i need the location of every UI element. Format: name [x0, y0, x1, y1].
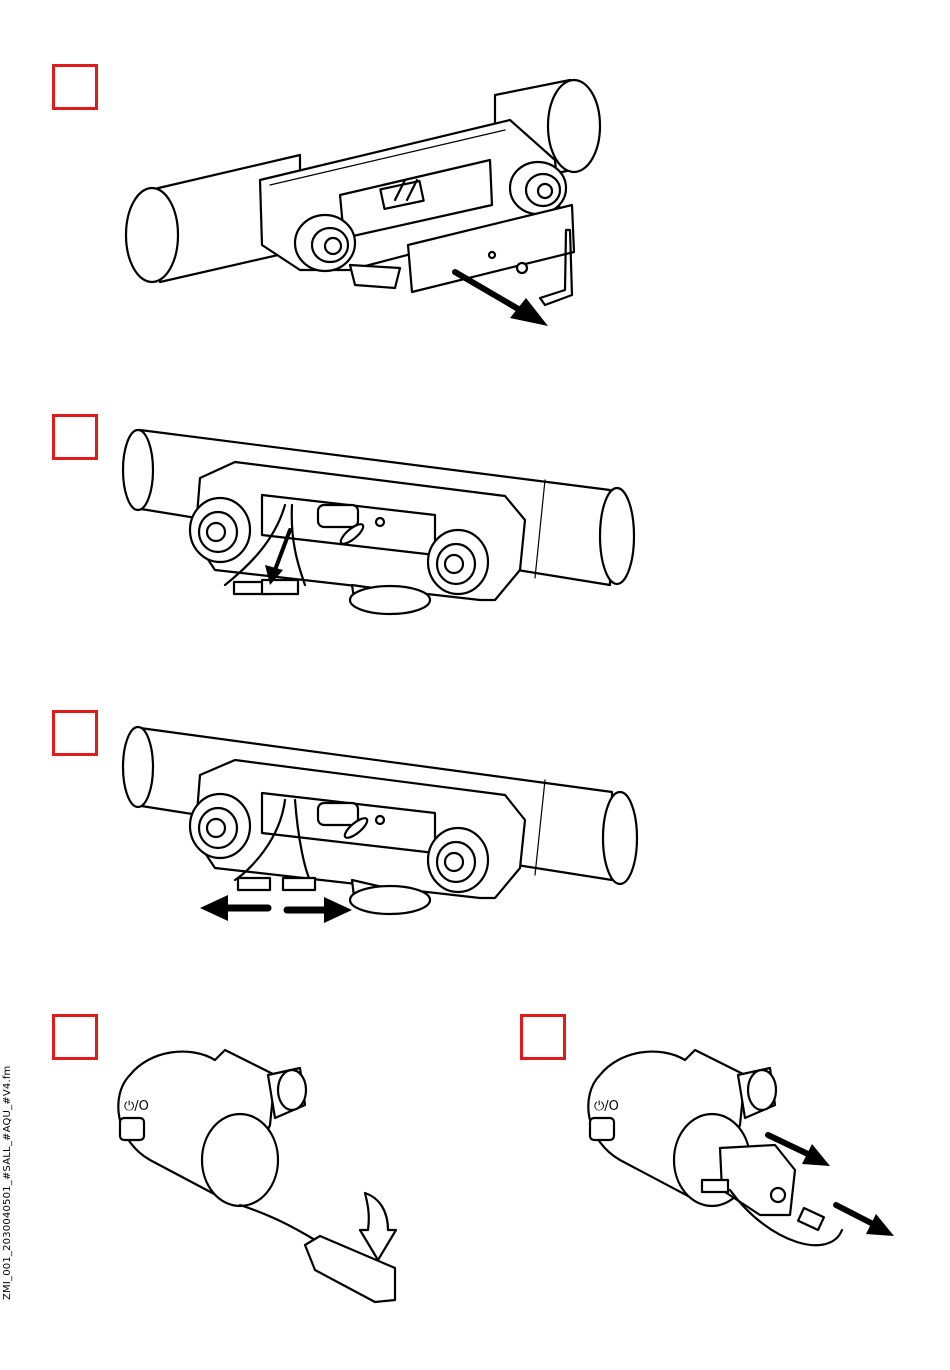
arrow-remove-lower-icon	[836, 1205, 894, 1236]
power-symbol-icon: ⏻/O	[594, 1099, 619, 1114]
